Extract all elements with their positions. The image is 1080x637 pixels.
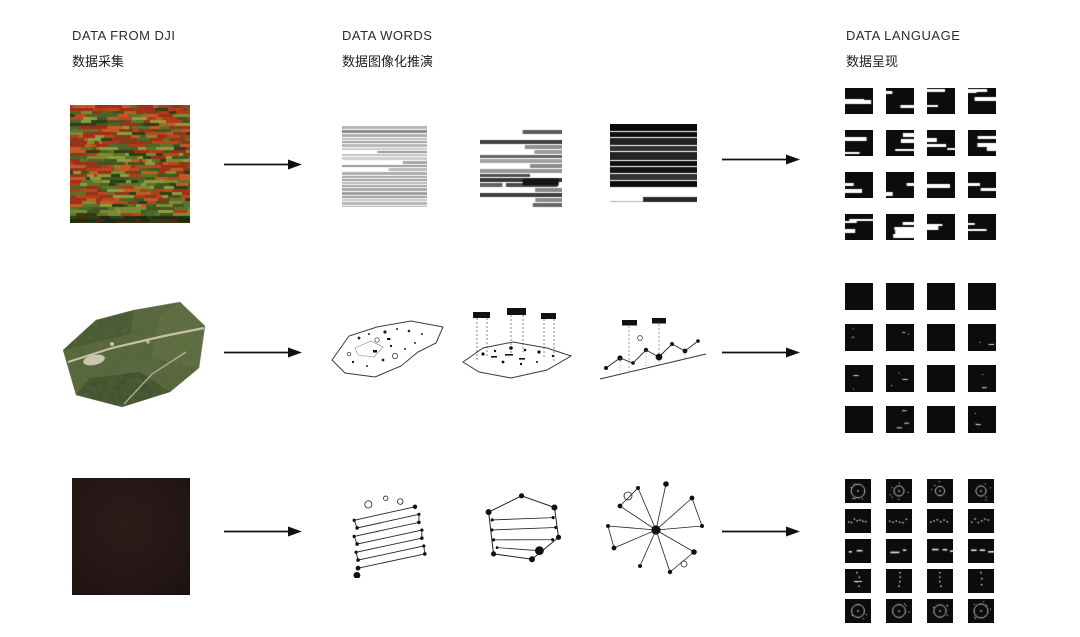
data-tile: [845, 599, 871, 623]
arrow-right-icon: [224, 159, 302, 170]
arrow-right-icon: [722, 347, 800, 358]
column-subtitle: 数据采集: [72, 54, 125, 69]
serpentine-path-graph: [352, 495, 427, 578]
data-tile: [927, 283, 955, 310]
data-tile: [927, 130, 955, 156]
stripe-block-light: [342, 126, 427, 207]
column-title: DATA FROM DJI: [72, 28, 176, 43]
data-tile: [927, 324, 955, 351]
data-tile: [886, 88, 914, 114]
column-title: DATA LANGUAGE: [846, 28, 961, 43]
data-tile: [968, 479, 994, 503]
arrow-right-icon: [722, 154, 800, 165]
data-tile: [886, 172, 914, 198]
data-tile: [845, 88, 873, 114]
data-tile: [968, 283, 996, 310]
stripe-block-medium: [480, 126, 562, 208]
data-tile: [968, 88, 996, 114]
output-grid-solid: [845, 283, 996, 433]
data-tile: [927, 88, 955, 114]
data-tile: [927, 509, 953, 533]
data-tile: [845, 539, 871, 563]
data-tile: [845, 406, 873, 433]
data-tile: [886, 479, 912, 503]
data-tile: [886, 214, 914, 240]
column-header-source: DATA FROM DJI 数据采集: [72, 28, 176, 70]
data-tile: [927, 539, 953, 563]
data-tile: [845, 365, 873, 392]
data-tile: [845, 324, 873, 351]
data-tile: [845, 569, 871, 593]
arrow-right-icon: [224, 347, 302, 358]
column-subtitle: 数据图像化推演: [342, 54, 434, 69]
data-tile: [927, 365, 955, 392]
data-tile: [927, 599, 953, 623]
arrow-right-icon: [722, 526, 800, 537]
site-profile-graph: [599, 318, 707, 380]
data-tile: [845, 509, 871, 533]
stripe-block-dark: [610, 124, 697, 212]
data-tile: [927, 172, 955, 198]
data-tile: [845, 130, 873, 156]
data-tile: [927, 406, 955, 433]
ndvi-scan-image: [70, 105, 190, 223]
data-tile: [968, 365, 996, 392]
output-grid-barcode: [845, 88, 996, 240]
data-tile: [886, 130, 914, 156]
arrow-right-icon: [224, 526, 302, 537]
column-title: DATA WORDS: [342, 28, 433, 43]
data-tile: [886, 283, 914, 310]
data-tile: [968, 509, 994, 533]
data-tile: [845, 214, 873, 240]
data-tile: [927, 569, 953, 593]
data-tile: [968, 172, 996, 198]
column-subtitle: 数据呈现: [846, 54, 899, 69]
data-tile: [845, 283, 873, 310]
data-tile: [845, 172, 873, 198]
perimeter-loop-graph: [485, 493, 562, 563]
data-tile: [886, 324, 914, 351]
data-tile: [845, 479, 871, 503]
data-tile: [968, 406, 996, 433]
data-tile: [968, 599, 994, 623]
site-outline-map: [331, 320, 444, 378]
data-tile: [968, 569, 994, 593]
data-tile: [886, 569, 912, 593]
data-tile: [968, 539, 994, 563]
data-tile: [886, 406, 914, 433]
data-tile: [968, 324, 996, 351]
data-tile: [886, 509, 912, 533]
column-header-language: DATA LANGUAGE 数据呈现: [846, 28, 960, 70]
data-tile: [886, 365, 914, 392]
radial-network-graph: [606, 481, 704, 575]
aerial-photo-image: [62, 301, 206, 408]
data-tile: [968, 214, 996, 240]
data-tile: [968, 130, 996, 156]
data-tile: [886, 599, 912, 623]
data-tile: [886, 539, 912, 563]
output-grid-glyphs: [845, 479, 994, 623]
column-header-words: DATA WORDS 数据图像化推演: [342, 28, 433, 70]
data-tile: [927, 214, 955, 240]
site-data-projection-map: [462, 308, 573, 379]
data-tile: [927, 479, 953, 503]
dark-capture-image: [72, 478, 190, 595]
